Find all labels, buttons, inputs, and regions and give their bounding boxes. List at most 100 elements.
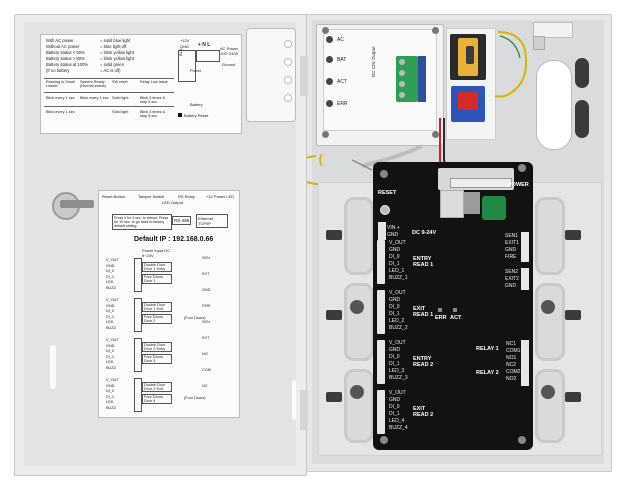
- power-switch[interactable]: [458, 92, 478, 110]
- door-led-dot: [284, 58, 292, 66]
- relay2-label: RELAY 2: [476, 370, 499, 376]
- door-block-label: Double Door Door 2 Exit: [142, 382, 172, 392]
- led-table-cell: Blink every 1 sec: [46, 110, 75, 114]
- sensor-label: FIRE: [505, 254, 517, 260]
- psu-pcb-strip: [418, 56, 426, 102]
- reader-group-label: ENTRY READ 1: [413, 256, 434, 268]
- led-table-header: SW reset: [112, 80, 128, 84]
- reader-pin-label: DI_0: [389, 254, 400, 260]
- psu-screw: [432, 27, 439, 34]
- door-pin-label: DI_1: [106, 274, 115, 279]
- door-led-dot: [284, 94, 292, 102]
- clip: [565, 310, 581, 320]
- reader-terminal-block: [377, 240, 385, 284]
- relay-pin-label: NO2: [506, 376, 517, 382]
- clip: [565, 392, 581, 402]
- reader-pin-label: V_OUT: [389, 240, 406, 246]
- ferrite-bead: [466, 46, 474, 64]
- terminal-screw: [399, 70, 405, 76]
- act-label: ACT: [450, 315, 462, 321]
- board-screw: [380, 436, 388, 444]
- led-table-header: Running in Small Leader: [46, 80, 75, 88]
- rail-slot: [535, 197, 565, 275]
- reader-pin-label: DI_0: [389, 304, 400, 310]
- keyhole: [541, 300, 555, 314]
- table-rule: [44, 92, 174, 93]
- rail-slot: [535, 369, 565, 443]
- reader-pin-label: V_OUT: [389, 390, 406, 396]
- sensor-terminal: [521, 232, 529, 262]
- table-rule: [44, 78, 174, 79]
- psu-led-bat: [326, 56, 333, 63]
- led-table-cell: Blink every 1 sec: [80, 96, 109, 100]
- rail-slot: [344, 369, 374, 443]
- switch-label: Reset Button: [102, 194, 126, 199]
- psu-term-blk: BLK-: [178, 47, 183, 56]
- reader-pin-label: GND: [389, 347, 401, 353]
- door-right-label: COM: [202, 368, 211, 372]
- tamper-bracket: [533, 36, 545, 50]
- four-doors-label: (Four Doors): [184, 316, 206, 320]
- err-label: ERR: [435, 315, 447, 321]
- clip: [326, 392, 342, 402]
- door-pin-label: GND: [106, 263, 115, 268]
- switch-label: +12 Power LED: [206, 194, 235, 199]
- door-lock-cam: [60, 200, 94, 208]
- power-terminal: [378, 222, 386, 240]
- switch-label: RS Relay: [178, 194, 195, 199]
- sensor-label: SEN2: [505, 269, 519, 275]
- led-table-cell: Solid light: [112, 110, 129, 114]
- door-pin-label: GND: [106, 383, 115, 388]
- reader-pin-label: GND: [389, 247, 401, 253]
- door-pin-label: GND: [106, 343, 115, 348]
- door-pin-label: DI_0: [106, 349, 115, 353]
- status-line-right: = AC is off): [100, 68, 121, 73]
- rs485-label: RS-485: [172, 216, 192, 225]
- door-pin-label: LED: [106, 360, 114, 364]
- door-right-label: FIRE: [202, 304, 211, 308]
- door-wiring-label: [98, 190, 240, 418]
- reader-group-label: ENTRY READ 2: [413, 356, 434, 368]
- rj45-port: [440, 190, 464, 218]
- keyhole: [350, 385, 364, 399]
- clip: [565, 230, 581, 240]
- psu-led-label: BAT: [337, 57, 347, 63]
- psu-term-acin: + N L: [198, 42, 211, 48]
- door-block-label: Double Door Door 1 Entry: [142, 262, 172, 272]
- switch-note: Press it for 3 sec. to reboot. Press for…: [112, 214, 172, 230]
- door-pin-label: V_OUT: [106, 378, 119, 382]
- psu-screw: [322, 131, 329, 138]
- door-hinge: [300, 390, 308, 430]
- reader-pin-label: DI_1: [389, 311, 400, 317]
- door-block-label: Four Doors Door 2: [142, 314, 172, 324]
- psu-led-err: [326, 100, 333, 107]
- status-line-right: = blink yellow light: [100, 56, 134, 61]
- status-line-left: (If no battery: [46, 68, 70, 73]
- door-block-terminal: [134, 338, 142, 372]
- reader-terminal-block: [377, 340, 385, 384]
- terminal-screw: [399, 59, 405, 65]
- psu-term-gnd: GND: [180, 44, 189, 49]
- psu-terminal-diagram: [178, 50, 196, 82]
- clip: [326, 310, 342, 320]
- green-cable: [482, 196, 506, 220]
- switch-label: Tamper Switch: [138, 194, 165, 199]
- door-hinge: [300, 56, 308, 96]
- reader-pin-label: DI_0: [389, 354, 400, 360]
- relay-pin-label: COM1: [506, 348, 521, 354]
- led-table-header: Relay Low Issue: [140, 80, 168, 84]
- status-line-left: Battery status > 80%: [46, 56, 85, 61]
- rj45-port: [464, 192, 480, 214]
- door-pin-label: LED: [106, 280, 114, 284]
- terminal-screw: [399, 81, 405, 87]
- board-screw: [518, 164, 526, 172]
- reset-button[interactable]: [380, 205, 390, 215]
- reader-pin-label: GND: [389, 297, 401, 303]
- door-pin-label: BUZZ: [106, 285, 116, 290]
- power-label-d: Power: [190, 68, 202, 73]
- reader-pin-label: LED_2: [389, 318, 405, 324]
- ac-terminal-diagram: [196, 50, 220, 62]
- door-right-label: GND: [202, 288, 211, 292]
- door-pin-label: BUZZ: [106, 325, 116, 330]
- sensor-label: SEN1: [505, 233, 519, 239]
